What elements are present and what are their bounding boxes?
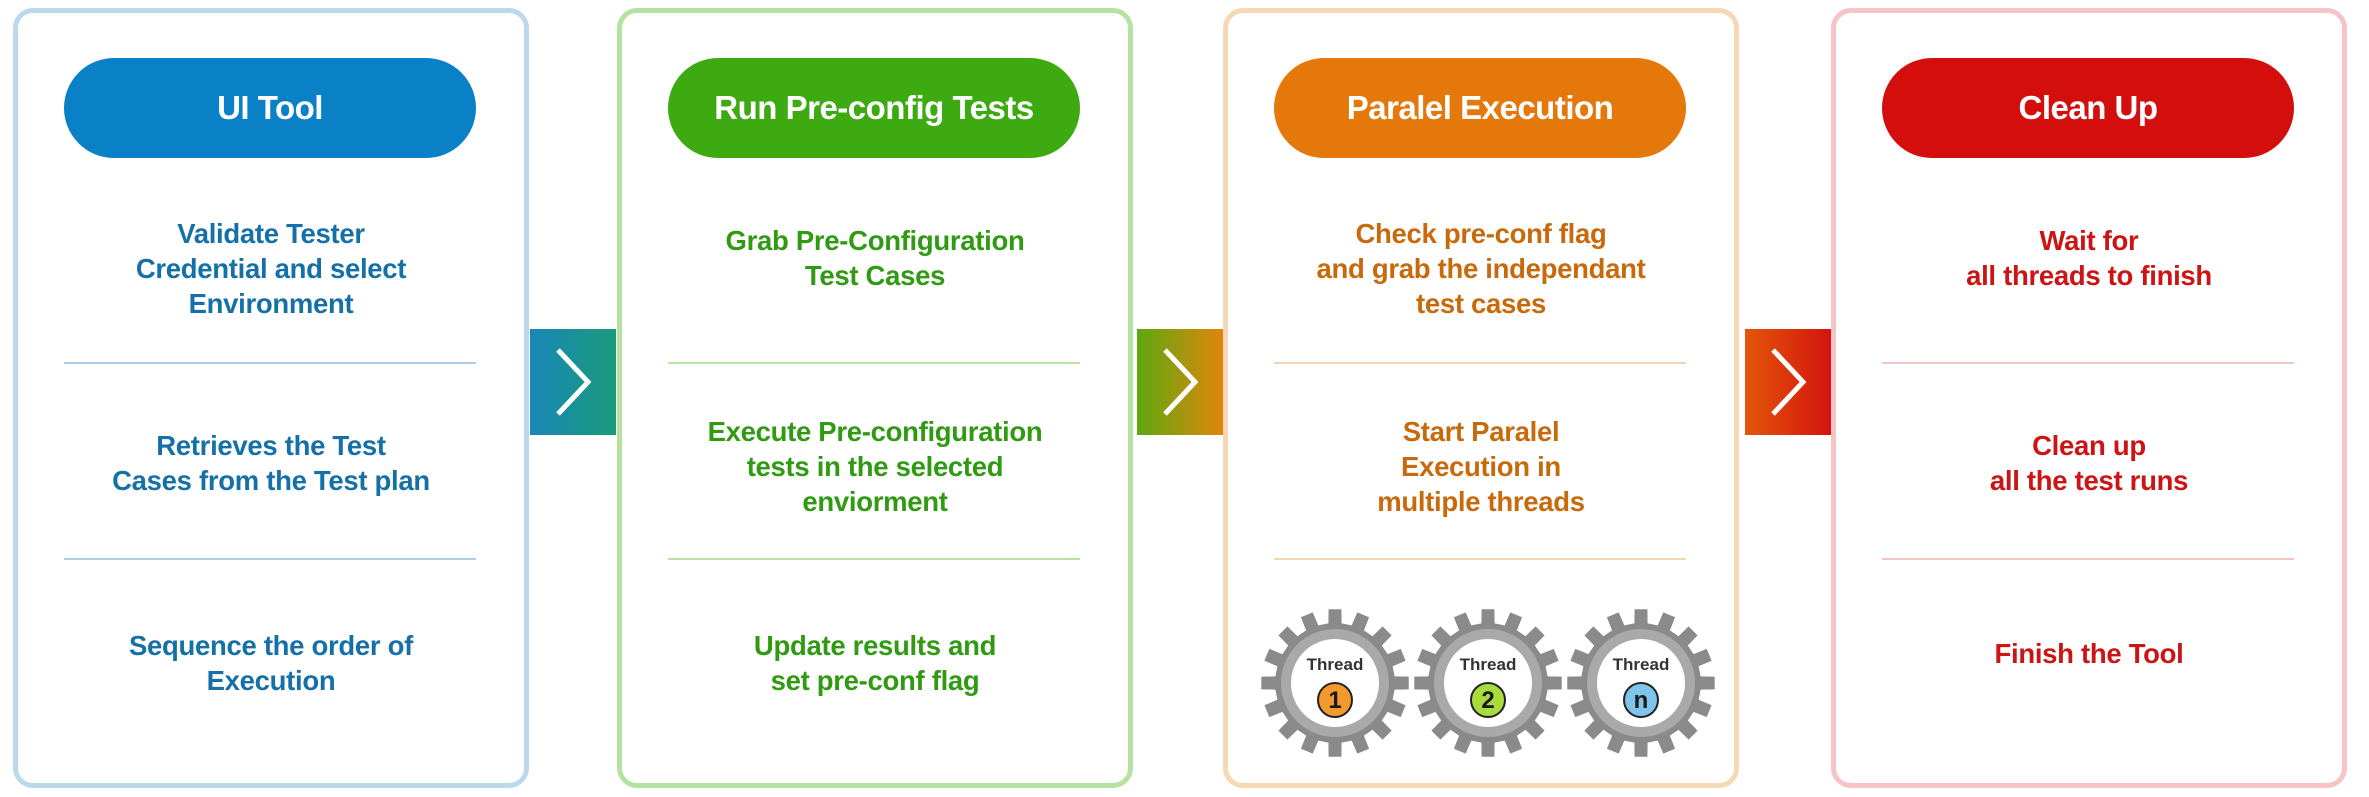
stage-title-parallel-execution: Paralel Execution — [1274, 58, 1686, 158]
stage-panel-clean-up: Clean Up Wait for all threads to finish … — [1831, 8, 2347, 788]
thread-badge — [1623, 682, 1659, 718]
step-retrieve-test-cases: Retrieves the Test Cases from the Test p… — [112, 430, 430, 496]
step-validate-credential: Validate Tester Credential and select En… — [135, 217, 407, 319]
gear-icon: Thread 1 — [1261, 609, 1409, 757]
step-grab-preconfig: Grab Pre-Configuration Test Cases — [725, 225, 1025, 291]
step-divider — [1882, 362, 2294, 364]
step-check-preconf-flag: Check pre-conf flag and grab the indepen… — [1316, 217, 1646, 319]
thread-label: Thread — [1460, 655, 1517, 674]
chevron-right-icon — [1771, 348, 1807, 416]
stage-title-ui-tool: UI Tool — [64, 58, 476, 158]
step-clean-up-runs: Clean up all the test runs — [1989, 430, 2189, 496]
flow-arrow-3 — [1745, 329, 1831, 435]
thread-badge — [1470, 682, 1506, 718]
step-update-results: Update results and set pre-conf flag — [753, 630, 997, 696]
gear-icon: Thread 2 — [1414, 609, 1562, 757]
thread-number: 2 — [1481, 687, 1494, 714]
step-divider — [668, 558, 1080, 560]
flow-arrow-1 — [530, 329, 616, 435]
step-start-parallel: Start Paralel Execution in multiple thre… — [1377, 415, 1585, 517]
step-divider — [1274, 362, 1686, 364]
stage-title-clean-up: Clean Up — [1882, 58, 2294, 158]
thread-number: n — [1634, 687, 1649, 714]
stage-panel-ui-tool: UI Tool Validate Tester Credential and s… — [13, 8, 529, 788]
flow-arrow-2 — [1137, 329, 1223, 435]
thread-label: Thread — [1613, 655, 1670, 674]
step-divider — [668, 362, 1080, 364]
chevron-right-icon — [1163, 348, 1199, 416]
step-finish-tool: Finish the Tool — [1994, 637, 2184, 669]
thread-label: Thread — [1307, 655, 1364, 674]
chevron-right-icon — [556, 348, 592, 416]
step-divider — [64, 558, 476, 560]
step-divider — [64, 362, 476, 364]
thread-gears: Thread 1 Thread 2 Thread n — [1261, 609, 1715, 757]
stage-title-run-preconfig: Run Pre-config Tests — [668, 58, 1080, 158]
thread-badge — [1317, 682, 1353, 718]
step-sequence-order: Sequence the order of Execution — [128, 630, 414, 696]
step-divider — [1882, 558, 2294, 560]
step-execute-preconfig: Execute Pre-configuration tests in the s… — [707, 415, 1043, 517]
thread-number: 1 — [1328, 687, 1341, 714]
step-divider — [1274, 558, 1686, 560]
gear-icon: Thread n — [1567, 609, 1715, 757]
stage-panel-run-preconfig: Run Pre-config Tests Grab Pre-Configurat… — [617, 8, 1133, 788]
step-wait-threads: Wait for all threads to finish — [1966, 225, 2212, 291]
stage-panel-parallel-execution: Paralel Execution Check pre-conf flag an… — [1223, 8, 1739, 788]
